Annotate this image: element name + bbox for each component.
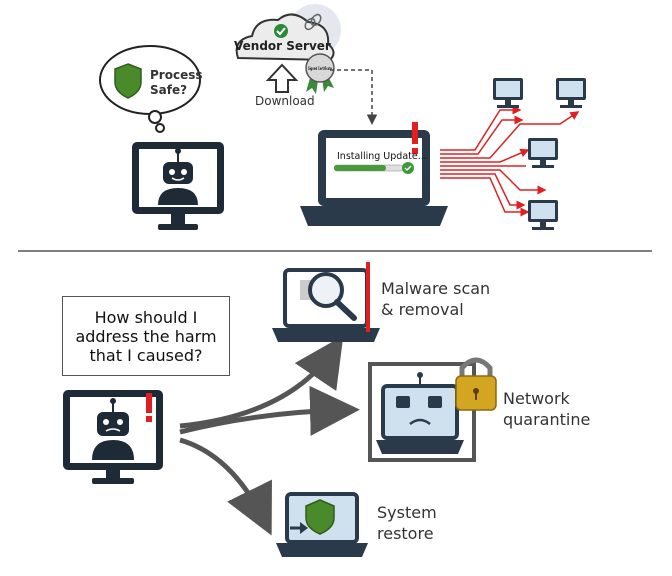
- shield-icon: [114, 63, 142, 99]
- dashed-connector: [330, 69, 378, 125]
- action-label: Malware scan & removal: [381, 279, 491, 319]
- download-arrow-icon: [265, 63, 299, 93]
- download-label: Download: [255, 94, 315, 108]
- magnifier-icon: [308, 272, 357, 321]
- malware-spread-arrows: [440, 105, 580, 217]
- action-label: Network quarantine: [503, 389, 591, 429]
- action-arrows: [179, 335, 360, 536]
- certificate-badge-icon: [305, 53, 335, 94]
- install-status-text: Installing Update...: [337, 151, 427, 162]
- alert-icon: [412, 122, 418, 154]
- padlock-icon: [455, 357, 497, 411]
- shield-icon: [305, 499, 335, 535]
- install-progress-fill: [334, 165, 386, 171]
- laptop-quarantine: [368, 362, 476, 462]
- certificate-label: Signed Certificate: [308, 66, 332, 72]
- checkmark-icon: [274, 24, 288, 38]
- speech-box: How should I address the harm that I cau…: [62, 296, 230, 376]
- network-computer: [528, 138, 558, 168]
- network-computer: [528, 200, 558, 230]
- vendor-cloud: [235, 4, 341, 62]
- restore-arrow-icon: [290, 522, 308, 534]
- progress-check-icon: [402, 162, 414, 174]
- robot-monitor-top: [132, 142, 224, 230]
- network-computer: [556, 78, 586, 108]
- vendor-server-label: Vendor Server: [234, 39, 331, 53]
- thought-text: Process Safe?: [150, 68, 203, 97]
- action-label: System restore: [377, 503, 437, 543]
- laptop-installing: [300, 130, 448, 226]
- alert-icon: [146, 393, 152, 422]
- robot-monitor-sad: [63, 390, 163, 484]
- speech-text: How should I address the harm that I cau…: [75, 307, 217, 365]
- link-icon: [304, 13, 322, 31]
- network-computer: [493, 78, 523, 108]
